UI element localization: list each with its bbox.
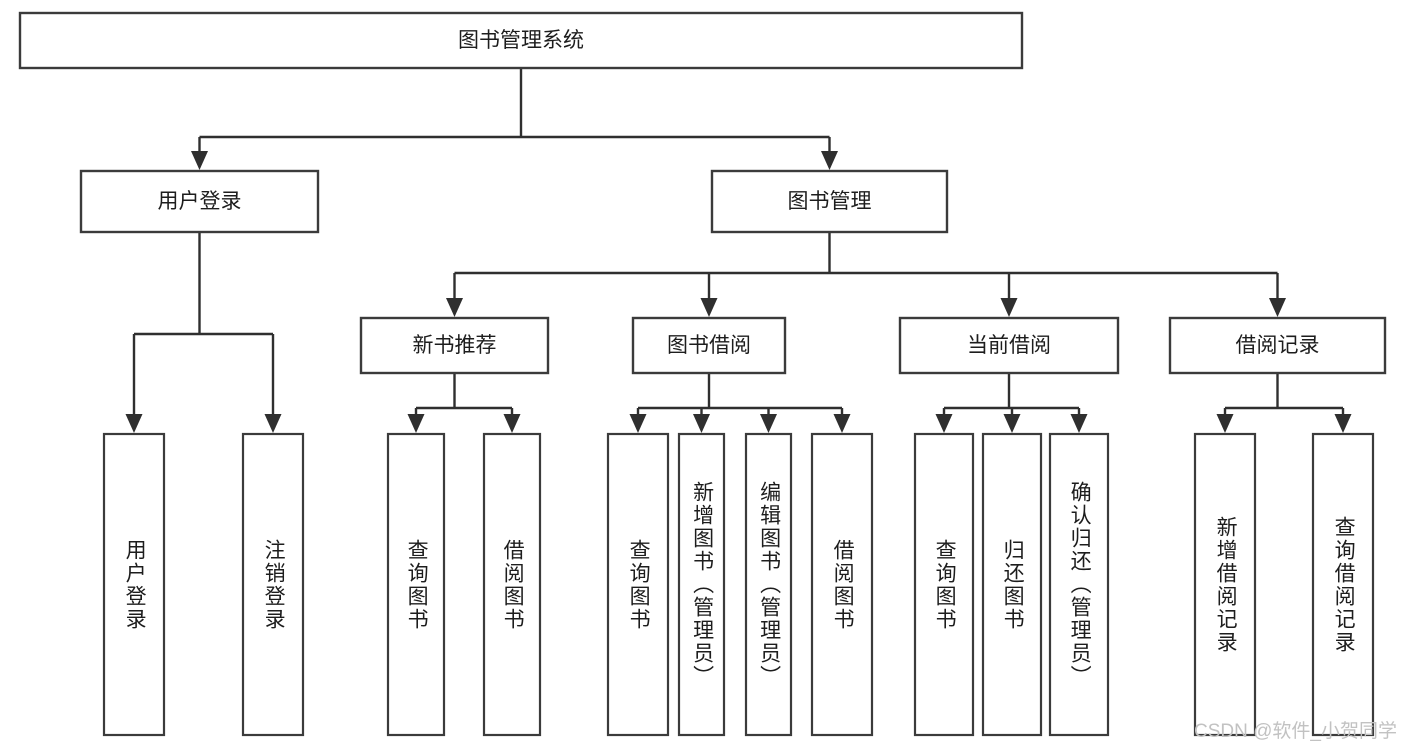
arrow-to-leaf: [407, 414, 425, 433]
leaf-node-归还图书-9[interactable]: [981, 432, 1043, 737]
arrow-to-leaf: [1334, 414, 1352, 433]
arrow-to-leaf: [760, 414, 777, 433]
node-root[interactable]: [18, 11, 1024, 70]
node-root-label: 图书管理系统: [458, 29, 584, 52]
arrow-to-用户登录: [191, 151, 208, 170]
node-图书管理-label: 图书管理: [788, 190, 872, 213]
arrow-to-当前借阅: [1000, 298, 1018, 317]
node-借阅记录[interactable]: [1168, 316, 1387, 375]
arrow-to-leaf: [693, 414, 710, 433]
edges-layer: [125, 68, 1352, 433]
leaf-node-新增借阅记录-11[interactable]: [1193, 432, 1257, 737]
boxes-layer: [18, 11, 1387, 737]
arrow-to-图书管理: [821, 151, 838, 170]
arrow-to-leaf: [503, 414, 521, 433]
leaf-node-借阅图书-3[interactable]: [482, 432, 542, 737]
leaf-node-确认归还管理员-10[interactable]: [1048, 432, 1110, 737]
arrow-to-借阅记录: [1269, 298, 1286, 317]
watermark-credit: CSDN @软件_小贺同学: [1194, 721, 1397, 742]
leaf-node-用户登录-0[interactable]: [102, 432, 166, 737]
arrow-to-leaf: [264, 414, 282, 433]
leaf-node-注销登录-1[interactable]: [241, 432, 305, 737]
leaf-node-查询图书-8[interactable]: [913, 432, 975, 737]
leaf-node-新增图书管理员-5[interactable]: [677, 432, 726, 737]
arrow-to-leaf: [1216, 414, 1234, 433]
node-新书推荐-label: 新书推荐: [413, 334, 497, 357]
arrow-to-leaf: [1003, 414, 1021, 433]
node-借阅记录-label: 借阅记录: [1236, 334, 1320, 357]
node-用户登录-label: 用户登录: [158, 190, 242, 213]
leaf-node-借阅图书-7[interactable]: [810, 432, 874, 737]
leaf-node-查询图书-4[interactable]: [606, 432, 670, 737]
arrow-to-leaf: [125, 414, 143, 433]
arrow-to-图书借阅: [700, 298, 718, 317]
node-图书借阅-label: 图书借阅: [667, 334, 751, 357]
arrow-to-新书推荐: [446, 298, 463, 317]
node-新书推荐[interactable]: [359, 316, 550, 375]
node-当前借阅-label: 当前借阅: [967, 334, 1051, 357]
leaf-node-查询图书-2[interactable]: [386, 432, 446, 737]
leaf-node-查询借阅记录-12[interactable]: [1311, 432, 1375, 737]
arrow-to-leaf: [1070, 414, 1088, 433]
arrow-to-leaf: [935, 414, 953, 433]
node-用户登录[interactable]: [79, 169, 320, 234]
node-图书借阅[interactable]: [631, 316, 787, 375]
leaf-node-编辑图书管理员-6[interactable]: [744, 432, 793, 737]
node-图书管理[interactable]: [710, 169, 949, 234]
arrow-to-leaf: [629, 414, 647, 433]
arrow-to-leaf: [833, 414, 851, 433]
node-当前借阅[interactable]: [898, 316, 1120, 375]
